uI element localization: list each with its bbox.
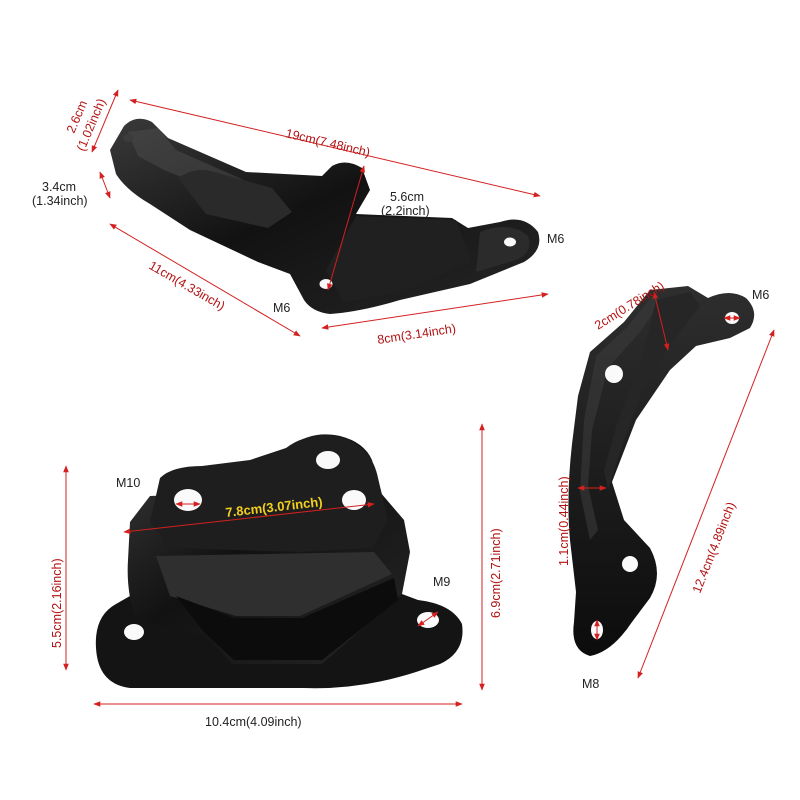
bracket-c-right-height-label: 6.9cm(2.71inch) [489,528,503,618]
bracket-a-gap-line [327,165,365,291]
bracket-a-gap-metric: 5.6cm [390,190,424,204]
bracket-c-m9-line [417,611,439,627]
bracket-c-hole-base-right [417,612,439,628]
bracket-c-hole-top-right [316,451,340,469]
bracket-a-hole-top [123,134,133,142]
bracket-c-spacing-line [123,501,375,535]
bracket-b-hole-middle [622,556,638,572]
bracket-a-height-line [91,89,119,153]
bracket-b-hole-upper [605,365,623,383]
bracket-a-thread-right: M6 [547,232,564,246]
bracket-c-left-height-label: 5.5cm(2.16inch) [50,558,64,648]
bracket-b-bevel [580,296,662,540]
bracket-a-gap-imperial: (2.2inch) [381,204,430,218]
bracket-a-base-label: 8cm(3.14inch) [376,321,456,347]
bracket-a-base-line [321,292,549,330]
bracket-a-hole-right [504,237,516,247]
bracket-a-width-metric: 3.4cm [42,180,76,194]
bracket-c-base-label: 10.4cm(4.09inch) [205,715,302,729]
bracket-c-hole-base-left [124,624,144,640]
bracket-c-thread-left: M10 [116,476,140,490]
bracket-c [95,434,463,689]
bracket-a-length-line [129,98,541,198]
bracket-b-waist-label: 1.1cm(0.44inch) [557,476,571,566]
bracket-c-ramp [156,552,392,616]
bracket-a-length-label: 19cm(7.48inch) [284,126,371,159]
bracket-a-arm-line [109,223,301,337]
bracket-a-tab [476,226,530,272]
bracket-c-hole-m10 [174,489,202,511]
bracket-c-front-face [176,578,398,660]
bracket-c-thread-right: M9 [433,575,450,589]
bracket-b [568,286,755,656]
bracket-b-thread-top: M6 [752,288,769,302]
bracket-b-length-label: 12.4cm(4.89inch) [690,500,738,595]
bracket-b-length-line [637,329,775,679]
bracket-a-thread-left: M6 [273,301,290,315]
bracket-b-thread-bottom: M8 [582,677,599,691]
bracket-a-width-line [99,171,111,199]
bracket-a-width-imperial: (1.34inch) [32,194,88,208]
